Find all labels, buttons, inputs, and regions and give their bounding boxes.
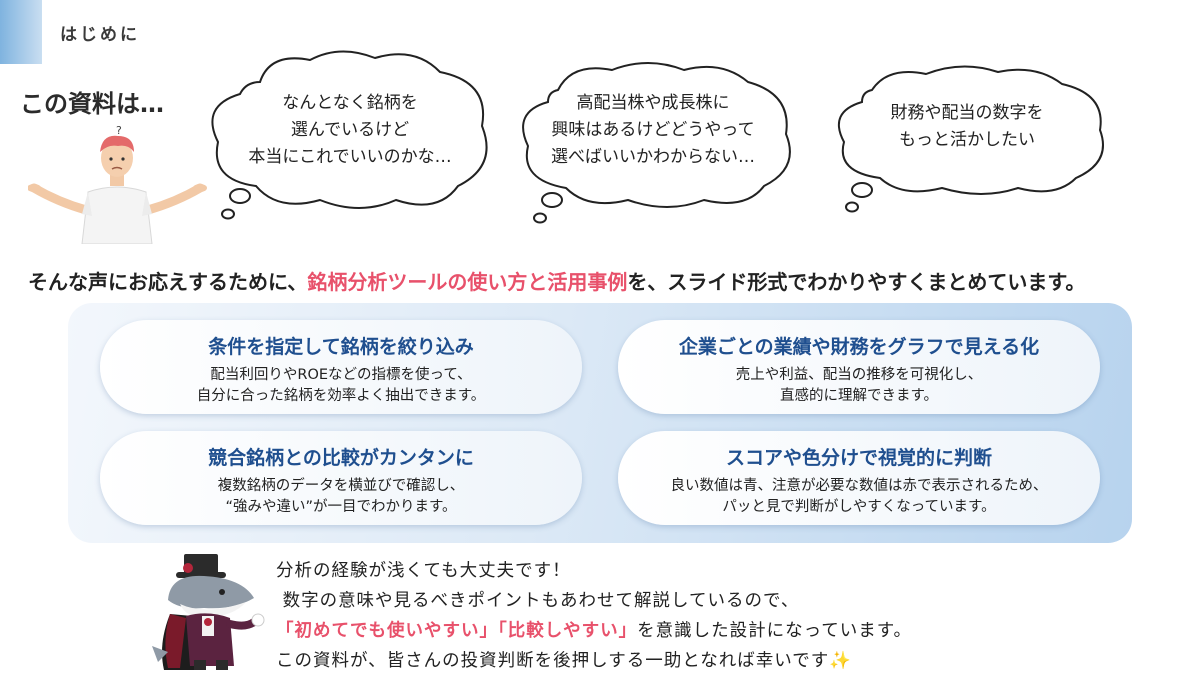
feature-desc: 売上や利益、配当の推移を可視化し、 直感的に理解できます。 xyxy=(735,367,983,404)
lead-after: を、スライド形式でわかりやすくまとめています。 xyxy=(627,270,1086,294)
thought-bubble-2: 高配当株や成長株に 興味はあるけどどうやって 選べばいいかわからない… xyxy=(508,60,798,232)
feature-card-graph: 企業ごとの業績や財務をグラフで見える化 売上や利益、配当の推移を可視化し、 直感… xyxy=(618,320,1100,414)
features-panel: 条件を指定して銘柄を絞り込み 配当利回りやROEなどの指標を使って、 自分に合っ… xyxy=(68,303,1132,543)
section-title: はじめに xyxy=(60,25,140,45)
lead-before: そんな声にお応えするために、 xyxy=(28,270,308,294)
feature-title: 企業ごとの業績や財務をグラフで見える化 xyxy=(678,336,1040,358)
closing-line-4: この資料が、皆さんの投資判断を後押しする一助となれば幸いです✨ xyxy=(276,646,912,676)
feature-card-score: スコアや色分けで視覚的に判断 良い数値は青、注意が必要な数値は赤で表示されるため… xyxy=(618,431,1100,525)
closing-line-3-rest: を意識した設計になっています。 xyxy=(637,621,912,641)
bubble-text-1: なんとなく銘柄を 選んでいるけど 本当にこれでいいのかな… xyxy=(248,93,452,167)
closing-line-2: 数字の意味や見るべきポイントもあわせて解説しているので、 xyxy=(276,591,800,611)
closing-line-4-text: この資料が、皆さんの投資判断を後押しする一助となれば幸いです xyxy=(276,651,830,671)
feature-desc: 複数銘柄のデータを横並びで確認し、 “強みや違い”が一目でわかります。 xyxy=(217,478,465,515)
feature-desc: 配当利回りやROEなどの指標を使って、 自分に合った銘柄を効率よく抽出できます。 xyxy=(196,367,486,404)
cloud-shape-icon xyxy=(211,50,488,220)
thought-bubble-3: 財務や配当の数字を もっと活かしたい xyxy=(822,64,1112,224)
shark-mascot-icon xyxy=(152,554,265,670)
intro-text: この資料は… xyxy=(20,90,164,118)
cloud-shape-icon xyxy=(838,65,1104,213)
feature-desc: 良い数値は青、注意が必要な数値は赤で表示されるため、 パッと見で判断がしやすくな… xyxy=(670,478,1048,515)
lead-sentence: そんな声にお応えするために、銘柄分析ツールの使い方と活用事例を、スライド形式でわ… xyxy=(28,266,1085,295)
feature-title: 競合銘柄との比較がカンタンに xyxy=(208,447,474,469)
feature-title: 条件を指定して銘柄を絞り込み xyxy=(208,336,474,358)
closing-highlight: 「初めてでも使いやすい」「比較しやすい」 xyxy=(276,621,638,641)
sparkle-icon: ✨ xyxy=(829,651,853,671)
confused-person-icon: ? xyxy=(28,124,207,244)
bubble-text-3: 財務や配当の数字を もっと活かしたい xyxy=(890,103,1044,150)
bubble-text-2: 高配当株や成長株に 興味はあるけどどうやって 選べばいいかわからない… xyxy=(551,93,755,167)
cloud-shape-icon xyxy=(522,62,791,224)
closing-message: 分析の経験が浅くても大丈夫です！ 数字の意味や見るべきポイントもあわせて解説して… xyxy=(276,556,912,676)
lead-highlight: 銘柄分析ツールの使い方と活用事例 xyxy=(307,270,628,294)
closing-line-3: 「初めてでも使いやすい」「比較しやすい」を意識した設計になっています。 xyxy=(276,616,912,646)
header-accent-bar xyxy=(0,0,42,64)
thought-bubble-1: なんとなく銘柄を 選んでいるけど 本当にこれでいいのかな… xyxy=(200,46,500,228)
feature-card-compare: 競合銘柄との比較がカンタンに 複数銘柄のデータを横並びで確認し、 “強みや違い”… xyxy=(100,431,582,525)
svg-text:?: ? xyxy=(116,124,122,137)
closing-line-1: 分析の経験が浅くても大丈夫です！ xyxy=(276,561,571,581)
feature-card-filter: 条件を指定して銘柄を絞り込み 配当利回りやROEなどの指標を使って、 自分に合っ… xyxy=(100,320,582,414)
feature-title: スコアや色分けで視覚的に判断 xyxy=(725,447,992,469)
